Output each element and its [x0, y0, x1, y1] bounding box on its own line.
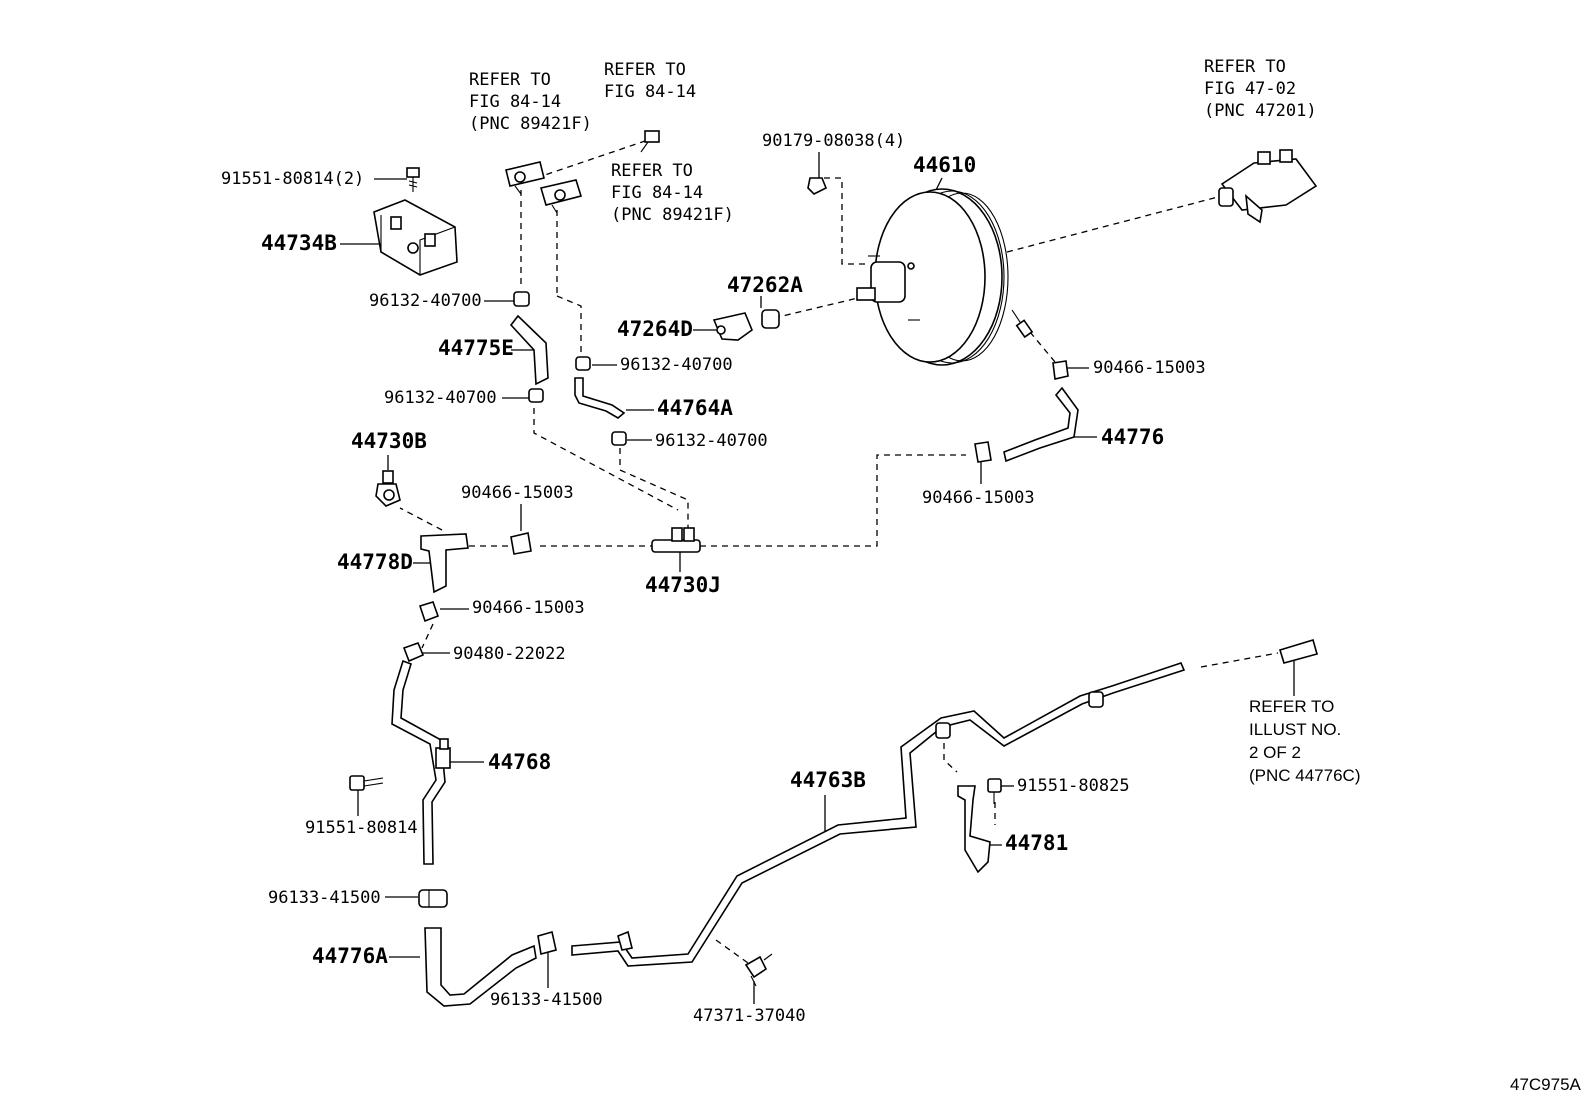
- clamp-90466-15003-c: [510, 532, 532, 555]
- label-44776a: 44776A: [312, 944, 388, 968]
- label-44776: 44776: [1101, 425, 1164, 449]
- ref-fig-84-14: REFER TO FIG 84-14: [604, 60, 696, 102]
- label-47264d: 47264D: [617, 317, 693, 341]
- clamp-90466-15003-b: [974, 441, 992, 463]
- label-44730j: 44730J: [645, 573, 721, 597]
- label-90466-15003-c: 90466-15003: [461, 483, 574, 503]
- ref-fig-84-14-pnc-89421f-a: REFER TO FIG 84-14 (PNC 89421F): [469, 70, 592, 134]
- clevis-47264d: [712, 312, 753, 341]
- brake-booster-44610: [856, 188, 1034, 366]
- label-90179-08038-4: 90179-08038(4): [762, 131, 905, 151]
- bolt-91551-80825: [987, 778, 1002, 804]
- pipe-clip-a: [935, 722, 951, 739]
- label-91551-80814: 91551-80814: [305, 818, 418, 838]
- label-47371-37040: 47371-37040: [693, 1006, 806, 1026]
- hose-44764a: [574, 377, 626, 419]
- leader-lines: [340, 152, 1295, 1004]
- hose-44776a: [424, 927, 537, 1007]
- clamp-96132-40700-a: [513, 291, 530, 307]
- vsv-sensor-89421f-b: [539, 179, 583, 214]
- tee-connector-44730j: [651, 527, 701, 553]
- label-91551-80814-2: 91551-80814(2): [221, 169, 364, 189]
- label-47262a: 47262A: [727, 273, 803, 297]
- hose-clip-44768: [435, 738, 451, 769]
- clamp-90480-22022: [402, 641, 425, 663]
- pipe-clip-b: [1088, 691, 1104, 708]
- hose-44775e: [509, 314, 549, 386]
- label-44768: 44768: [488, 750, 551, 774]
- hose-44768: [391, 659, 446, 865]
- label-96132-40700-a: 96132-40700: [369, 291, 482, 311]
- check-valve-47371-37040: [744, 953, 773, 987]
- pipe-bend-end: [617, 930, 633, 951]
- label-44778d: 44778D: [337, 550, 413, 574]
- hose-44778d: [420, 533, 469, 594]
- clamp-96132-40700-b: [575, 356, 591, 371]
- nut-90179-08038-4: [807, 177, 828, 195]
- label-90466-15003-a: 90466-15003: [1093, 358, 1206, 378]
- clamp-96132-40700-d: [611, 431, 627, 446]
- clamp-96133-41500-a: [418, 889, 448, 908]
- label-44764a: 44764A: [657, 396, 733, 420]
- clamp-90466-15003-a: [1052, 360, 1069, 380]
- hose-44776: [1003, 386, 1079, 463]
- hose-end-44776c: [1278, 638, 1318, 664]
- clamp-44730b: [375, 470, 401, 507]
- bolt-91551-80814: [349, 775, 384, 791]
- label-96132-40700-d: 96132-40700: [655, 431, 768, 451]
- bracket-44781: [957, 785, 991, 874]
- label-44610: 44610: [913, 153, 976, 177]
- label-90480-22022: 90480-22022: [453, 644, 566, 664]
- label-44763b: 44763B: [790, 768, 866, 792]
- label-96133-41500-a: 96133-41500: [268, 888, 381, 908]
- label-44730b: 44730B: [351, 429, 427, 453]
- clamp-90466-15003-d: [418, 601, 440, 623]
- label-44734b: 44734B: [261, 231, 337, 255]
- label-96132-40700-b: 96132-40700: [620, 355, 733, 375]
- diagram-id: 47C975A: [1510, 1075, 1582, 1094]
- assembly-dashed-lines: [399, 139, 1279, 964]
- master-cylinder-47201: [1218, 149, 1318, 224]
- label-90466-15003-b: 90466-15003: [922, 488, 1035, 508]
- label-90466-15003-d: 90466-15003: [472, 598, 585, 618]
- label-44775e: 44775E: [438, 336, 514, 360]
- vacuum-pipe-44763b: [571, 662, 1186, 967]
- label-44781: 44781: [1005, 831, 1068, 855]
- bushing-47262a: [761, 309, 780, 329]
- clamp-96132-40700-c: [528, 388, 544, 403]
- ref-fig-84-14-pnc-89421f-b: REFER TO FIG 84-14 (PNC 89421F): [611, 161, 734, 225]
- vsv-sensor-89421f-a: [505, 161, 545, 195]
- ref-illust-2-of-2-pnc-44776c: REFER TO ILLUST NO. 2 OF 2 (PNC 44776C): [1249, 697, 1361, 785]
- ref-fig-47-02-pnc-47201: REFER TO FIG 47-02 (PNC 47201): [1204, 57, 1317, 121]
- bolt-91551-80814-2: [406, 167, 420, 192]
- bracket-44734b: [373, 199, 458, 276]
- label-96132-40700-c: 96132-40700: [384, 388, 497, 408]
- clamp-96133-41500-b: [537, 930, 557, 955]
- label-91551-80825: 91551-80825: [1017, 776, 1130, 796]
- bolt-ref-84-14: [640, 130, 660, 153]
- label-96133-41500-b: 96133-41500: [490, 990, 603, 1010]
